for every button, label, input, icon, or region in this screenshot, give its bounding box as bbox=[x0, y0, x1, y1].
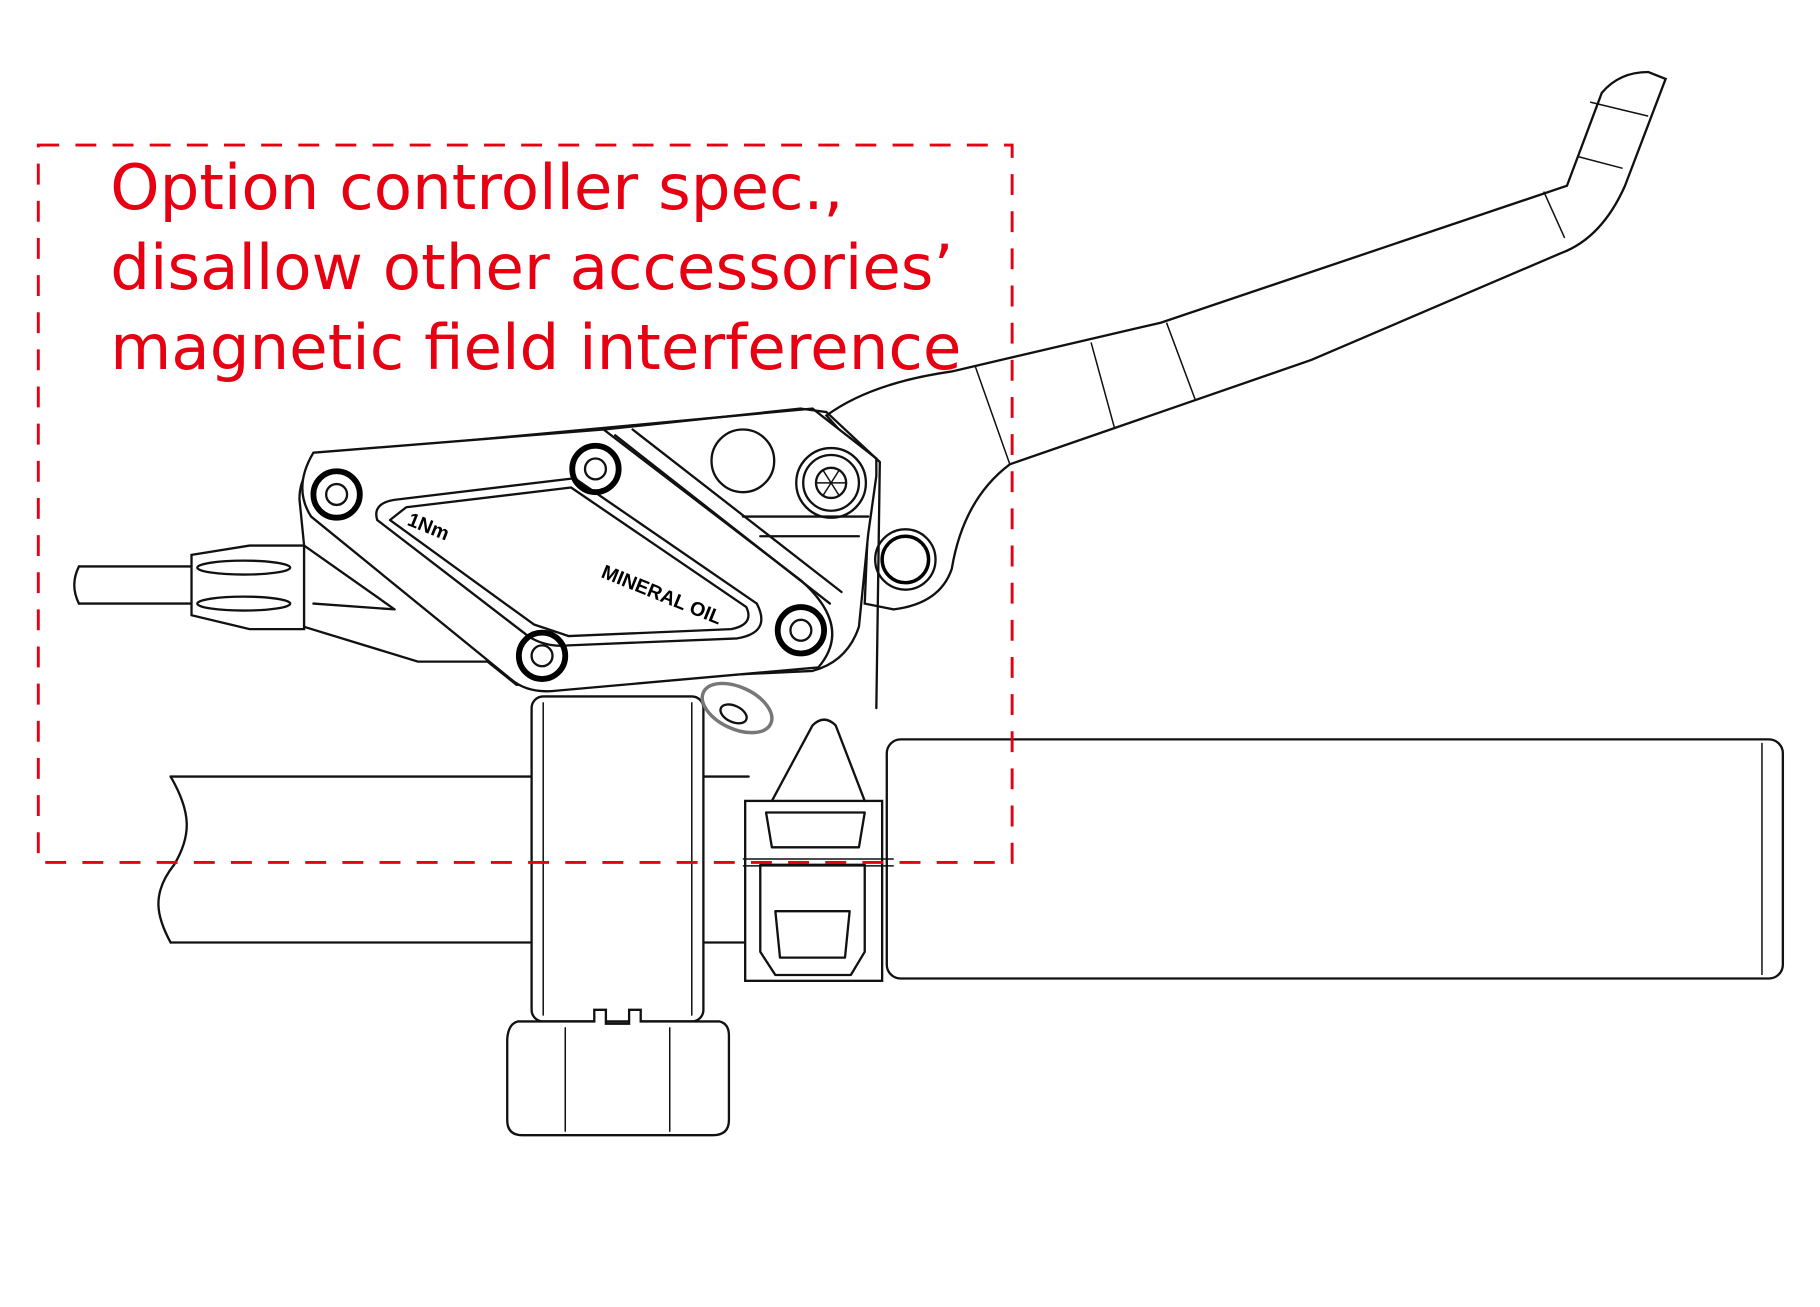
brake-lever-blade bbox=[824, 70, 1668, 611]
screw-lower bbox=[700, 681, 774, 735]
bolt bbox=[774, 604, 828, 657]
handlebar-grip bbox=[885, 738, 1785, 980]
bolt bbox=[310, 468, 363, 521]
master-cylinder-body: 1Nm MINERAL OIL bbox=[298, 407, 881, 735]
bolt bbox=[515, 629, 569, 682]
bolt bbox=[569, 442, 622, 496]
handlebar-clamp bbox=[506, 695, 731, 1137]
annotation-box: Option controller spec., disallow other … bbox=[36, 143, 1014, 864]
brake-hose bbox=[73, 544, 306, 631]
handlebar bbox=[157, 775, 750, 944]
annotation-line-1: Option controller spec., bbox=[110, 151, 843, 224]
reach-adjuster bbox=[742, 718, 894, 982]
annotation-line-3: magnetic field interference bbox=[110, 311, 961, 384]
annotation-line-2: disallow other accessories’ bbox=[110, 231, 953, 304]
